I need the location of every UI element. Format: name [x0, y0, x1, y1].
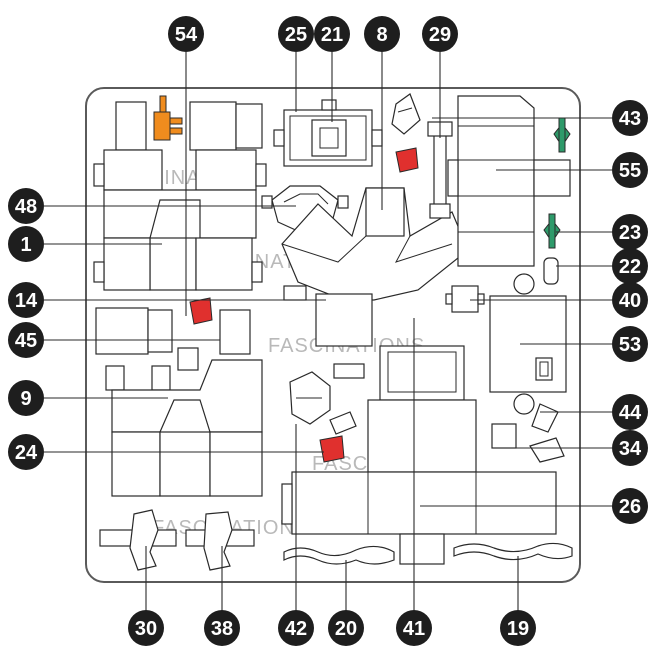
- part-22-cylinder: [513, 257, 559, 295]
- part-9-lower-leg: [95, 307, 263, 497]
- callout-30-label: 30: [135, 618, 157, 640]
- leader-lines: [44, 52, 612, 626]
- callout-25-label: 25: [285, 24, 307, 46]
- callout-48-label: 48: [15, 196, 37, 218]
- callout-42: 42: [278, 610, 314, 646]
- callout-38-label: 38: [211, 618, 233, 640]
- callout-24-label: 24: [15, 442, 38, 464]
- part-43-triangle: [391, 93, 421, 135]
- callouts: 54 25 21 8 29 43 55 48: [8, 16, 648, 646]
- callout-43: 43: [612, 100, 648, 136]
- part-1-upper-leg: [93, 101, 267, 291]
- callout-34: 34: [612, 430, 648, 466]
- callout-45-label: 45: [15, 330, 37, 352]
- part-8-y-piece: [281, 187, 469, 347]
- part-38-clip: [185, 511, 255, 571]
- callout-1-label: 1: [20, 234, 31, 256]
- callout-44: 44: [612, 394, 648, 430]
- callout-41: 41: [396, 610, 432, 646]
- callout-53-label: 53: [619, 334, 641, 356]
- part-41-base-net: [281, 345, 557, 565]
- callout-53: 53: [612, 326, 648, 362]
- part-40-cube: [445, 285, 485, 313]
- callout-40-label: 40: [619, 290, 641, 312]
- callout-19: 19: [500, 610, 536, 646]
- callout-30: 30: [128, 610, 164, 646]
- callout-1: 1: [8, 226, 44, 262]
- callout-20: 20: [328, 610, 364, 646]
- callout-8: 8: [364, 16, 400, 52]
- callout-44-label: 44: [619, 402, 642, 424]
- part-20-strip: [283, 545, 395, 565]
- callout-38: 38: [204, 610, 240, 646]
- part-42-head: [289, 363, 365, 435]
- callout-45: 45: [8, 322, 44, 358]
- part-19-strip: [453, 542, 573, 561]
- callout-25: 25: [278, 16, 314, 52]
- callout-22-label: 22: [619, 256, 641, 278]
- part-29-strip: [427, 121, 453, 219]
- callout-29-label: 29: [429, 24, 451, 46]
- callout-9-label: 9: [20, 388, 31, 410]
- callout-24: 24: [8, 434, 44, 470]
- part-green-pieces: [543, 117, 571, 249]
- part-34-bracket: [491, 393, 565, 463]
- callout-41-label: 41: [403, 618, 425, 640]
- callout-55: 55: [612, 152, 648, 188]
- callout-55-label: 55: [619, 160, 641, 182]
- part-54-orange-clip: [153, 95, 183, 141]
- callout-34-label: 34: [619, 438, 642, 460]
- callout-23: 23: [612, 214, 648, 250]
- callout-23-label: 23: [619, 222, 641, 244]
- callout-8-label: 8: [376, 24, 387, 46]
- part-30-clip: [99, 509, 177, 571]
- callout-54-label: 54: [175, 24, 198, 46]
- callout-26-label: 26: [619, 496, 641, 518]
- part-55-box-net: [447, 95, 571, 267]
- callout-54: 54: [168, 16, 204, 52]
- callout-14: 14: [8, 282, 44, 318]
- callout-21: 21: [314, 16, 350, 52]
- part-25-frame: [273, 99, 383, 167]
- callout-42-label: 42: [285, 618, 307, 640]
- callout-43-label: 43: [619, 108, 641, 130]
- part-red-pieces: [189, 147, 419, 463]
- callout-20-label: 20: [335, 618, 357, 640]
- callout-14-label: 14: [15, 290, 38, 312]
- callout-48: 48: [8, 188, 44, 224]
- parts: [93, 93, 573, 571]
- callout-26: 26: [612, 488, 648, 524]
- callout-21-label: 21: [321, 24, 343, 46]
- callout-9: 9: [8, 380, 44, 416]
- callout-40: 40: [612, 282, 648, 318]
- callout-29: 29: [422, 16, 458, 52]
- callout-19-label: 19: [507, 618, 529, 640]
- callout-22: 22: [612, 248, 648, 284]
